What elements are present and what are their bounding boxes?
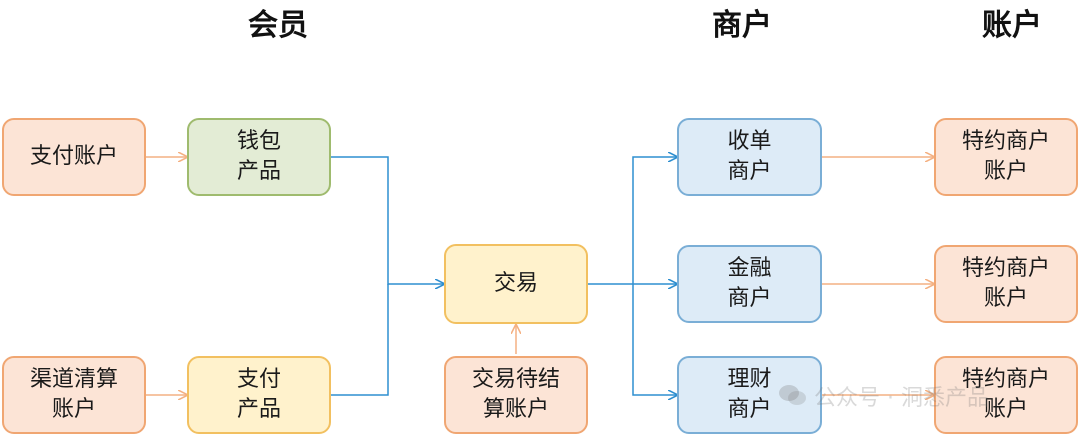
edge-transaction-to-acquiring: [632, 157, 677, 284]
node-wealth-merchant: 理财 商户: [677, 356, 822, 434]
node-transaction-line1: 交易: [493, 271, 538, 296]
node-special-account-2-line2: 账户: [983, 286, 1028, 311]
edge-pay-product-to-transaction: [331, 284, 389, 396]
node-pending-settlement-line2: 算账户: [482, 397, 549, 422]
node-channel-clearing-line1: 渠道清算: [29, 367, 118, 392]
node-special-account-2-line1: 特约商户: [961, 256, 1050, 281]
node-special-merchant-account-1: 特约商户 账户: [934, 118, 1078, 196]
node-pending-settlement-account: 交易待结 算账户: [444, 356, 588, 434]
node-pay-account-line1: 支付账户: [29, 144, 118, 169]
node-finance-merchant: 金融 商户: [677, 245, 822, 323]
edge-wallet-to-transaction: [331, 156, 444, 284]
node-special-account-3-line1: 特约商户: [961, 367, 1050, 392]
node-channel-clearing-line2: 账户: [51, 397, 96, 422]
watermark: 公众号 · 洞悉产品: [778, 378, 989, 414]
node-finance-merchant-line2: 商户: [727, 286, 772, 311]
wechat-logo-icon: [779, 385, 806, 405]
node-pay-product-line2: 产品: [236, 397, 281, 422]
node-special-account-3-line2: 账户: [983, 397, 1028, 422]
node-pay-product-line1: 支付: [236, 367, 281, 392]
node-special-account-1-line2: 账户: [983, 159, 1028, 184]
node-wealth-merchant-line1: 理财: [727, 367, 772, 392]
node-pay-account: 支付账户: [2, 118, 146, 196]
node-finance-merchant-line1: 金融: [727, 256, 772, 281]
node-wealth-merchant-line2: 商户: [727, 397, 772, 422]
node-wallet-product-line1: 钱包: [236, 129, 281, 154]
node-pending-settlement-line1: 交易待结: [471, 367, 560, 392]
watermark-text: 公众号 · 洞悉产品: [814, 386, 989, 411]
node-wallet-product: 钱包 产品: [187, 118, 331, 196]
node-special-merchant-account-2: 特约商户 账户: [934, 245, 1078, 323]
node-channel-clearing-account: 渠道清算 账户: [2, 356, 146, 434]
node-transaction: 交易: [444, 244, 588, 324]
node-special-account-1-line1: 特约商户: [961, 129, 1050, 154]
node-acquiring-merchant-line1: 收单: [727, 129, 772, 154]
node-wallet-product-line2: 产品: [236, 159, 281, 184]
edge-transaction-to-wealth: [632, 284, 677, 395]
node-special-merchant-account-3: 特约商户 账户: [934, 356, 1078, 434]
heading-account: 账户: [982, 8, 1042, 43]
node-acquiring-merchant-line2: 商户: [727, 159, 772, 184]
node-acquiring-merchant: 收单 商户: [677, 118, 822, 196]
node-pay-product: 支付 产品: [187, 356, 331, 434]
heading-member: 会员: [248, 8, 308, 43]
heading-merchant: 商户: [712, 8, 772, 43]
